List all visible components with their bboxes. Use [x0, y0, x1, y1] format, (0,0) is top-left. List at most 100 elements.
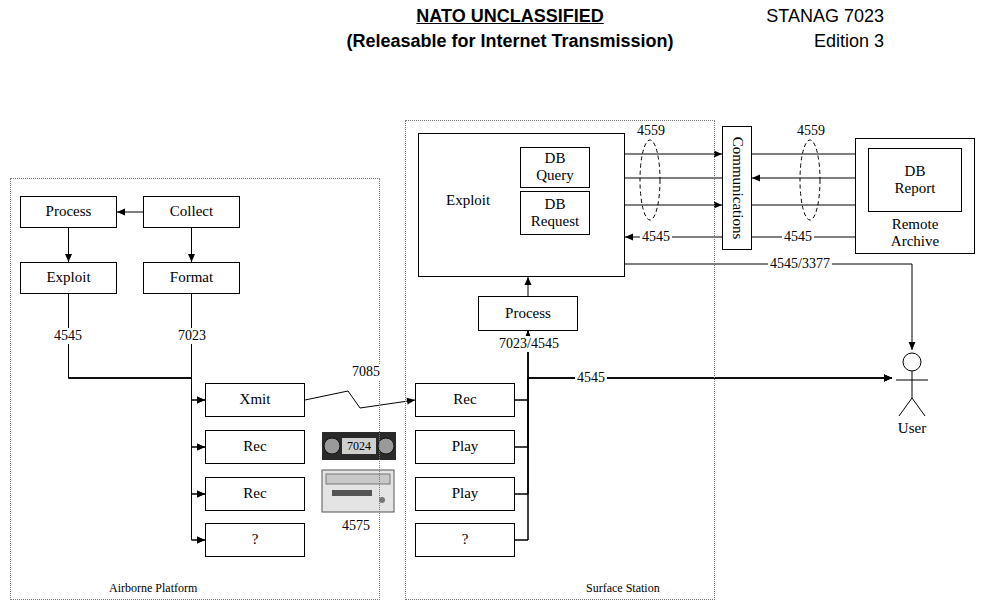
arrow-head [884, 375, 892, 382]
region-boundary: Airborne Platform Process CollectExploit Fo… [10, 178, 380, 600]
node-text: Play [452, 485, 479, 502]
interface-number: 4559 [797, 123, 825, 139]
recorder-panel [326, 474, 390, 484]
edge-label: 7023/4545 [497, 336, 561, 352]
node-text: Rec [243, 438, 266, 455]
connector [65, 228, 72, 262]
connector [515, 375, 892, 448]
connector [752, 175, 868, 182]
connector [515, 331, 532, 494]
archive-box: Remote Archive DB Report [855, 138, 975, 254]
process-box: Process [20, 196, 117, 228]
connector-line [625, 264, 912, 350]
connector [69, 294, 206, 404]
node-text: Surface Station [586, 582, 660, 596]
tape-cassette [322, 432, 396, 460]
connector [525, 277, 532, 296]
connector [515, 375, 892, 495]
node-text: Process [505, 305, 551, 322]
edge-label: 4545 [640, 229, 672, 245]
connector-line [515, 331, 528, 540]
connector [752, 202, 868, 209]
process-box: ? [415, 523, 515, 557]
node-text: Airborne Platform [109, 582, 197, 596]
arrow-head [884, 375, 892, 382]
interface-ellipse [640, 140, 660, 220]
connector-line [192, 294, 206, 400]
figure-body [896, 371, 928, 416]
arrow-head [909, 342, 916, 350]
connector [188, 228, 195, 262]
connector [69, 294, 206, 498]
process-box: Exploit [20, 262, 117, 294]
arrow-head [197, 537, 205, 544]
classification-marking: NATO UNCLASSIFIED [416, 5, 603, 27]
arrow-head [117, 209, 125, 216]
process-box: DB Report [868, 148, 962, 212]
arrow-head [884, 375, 892, 382]
arrow-head [197, 444, 205, 451]
process-box: DB Query [520, 147, 590, 188]
connector-line [69, 294, 206, 400]
region-boundary: Surface Station ExploitDB QueryDB Request… [405, 120, 715, 600]
node-text: ? [462, 531, 469, 548]
connector-line [192, 294, 206, 447]
edition-text: Edition 3 [814, 30, 884, 52]
figure-head [903, 353, 921, 371]
arrow-head [625, 234, 633, 241]
connector-line [752, 205, 868, 206]
arrow-head [197, 537, 205, 544]
communications-box: Communications [722, 126, 752, 250]
connector-line [515, 331, 528, 494]
process-box: Rec [205, 430, 305, 464]
node-text: Rec [243, 485, 266, 502]
edge-label: 4545 [782, 229, 814, 245]
arrow-head [197, 397, 205, 404]
connector-line [752, 154, 868, 155]
edge-label: 4545 [575, 370, 607, 386]
connector [117, 209, 143, 216]
connector [192, 294, 206, 498]
node-text: Remote Archive [891, 216, 939, 251]
document-number: STANAG 7023 [766, 5, 884, 27]
process-box: Rec [205, 477, 305, 511]
connector-line [192, 294, 206, 494]
connector-line [515, 378, 892, 494]
arrow-head [407, 398, 415, 405]
node-text: Process [46, 203, 92, 220]
recorder-device [322, 470, 394, 512]
edge-label: 7085 [350, 364, 382, 380]
arrow-head [65, 254, 72, 262]
node-text: Communications [728, 137, 745, 240]
node-text: Format [170, 269, 213, 286]
arrow-head [884, 375, 892, 382]
release-marking: (Releasable for Internet Transmission) [346, 30, 673, 52]
connector-line [305, 391, 415, 408]
media-number: 4575 [342, 518, 370, 534]
process-box: Rec [415, 383, 515, 417]
node-text: Collect [170, 203, 213, 220]
connector [515, 375, 892, 541]
node-text: DB Report [895, 163, 936, 198]
node-text: Rec [453, 391, 476, 408]
process-box: Format [143, 262, 240, 294]
connector [515, 331, 532, 540]
connector-line [515, 378, 892, 400]
media-number: 7024 [347, 438, 371, 454]
container-box: ExploitDB QueryDB Request [418, 133, 625, 277]
user-actor: User [892, 350, 932, 440]
arrow-head [197, 491, 205, 498]
process-box: DB Request [520, 191, 590, 235]
recorder-slot [332, 490, 372, 496]
connector-line [515, 378, 892, 447]
interface-ellipse [800, 140, 820, 220]
connector-line [515, 378, 892, 540]
node-text: Xmit [240, 391, 271, 408]
connector-line [69, 294, 206, 494]
node-text: ? [252, 531, 259, 548]
process-box: Collect [143, 196, 240, 228]
tape-reel [324, 438, 340, 454]
connector-line [752, 178, 868, 179]
node-text: Play [452, 438, 479, 455]
